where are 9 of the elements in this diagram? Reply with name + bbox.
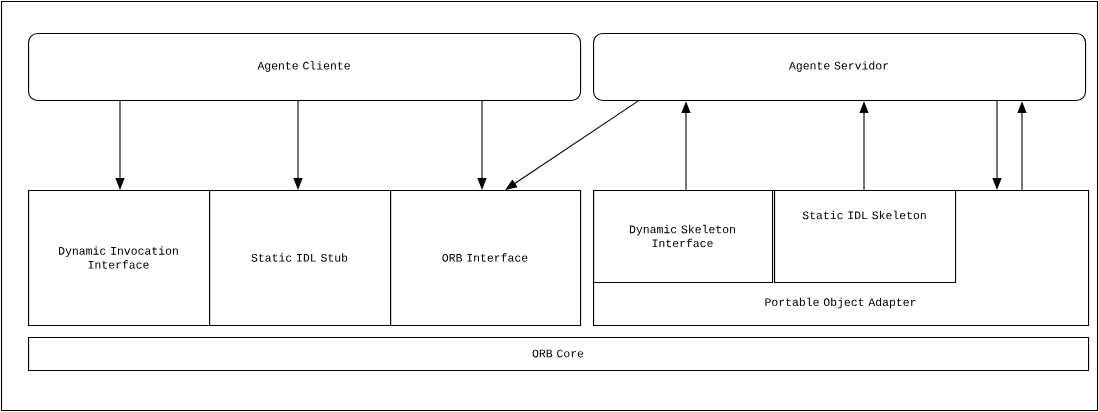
- agent-box: Agente Cliente: [28, 33, 582, 102]
- agent-box: Agente Servidor: [593, 33, 1087, 102]
- component-box: Dynamic Invocation Interface: [28, 190, 211, 327]
- component-box: Static IDL Stub: [209, 190, 392, 327]
- skeleton-box: Static IDL Skeleton: [774, 190, 957, 284]
- skeleton-box: Dynamic Skeleton Interface: [593, 190, 774, 284]
- component-box: ORB Interface: [390, 190, 582, 327]
- arrow: [505, 100, 639, 190]
- component-box: ORB Core: [28, 337, 1090, 372]
